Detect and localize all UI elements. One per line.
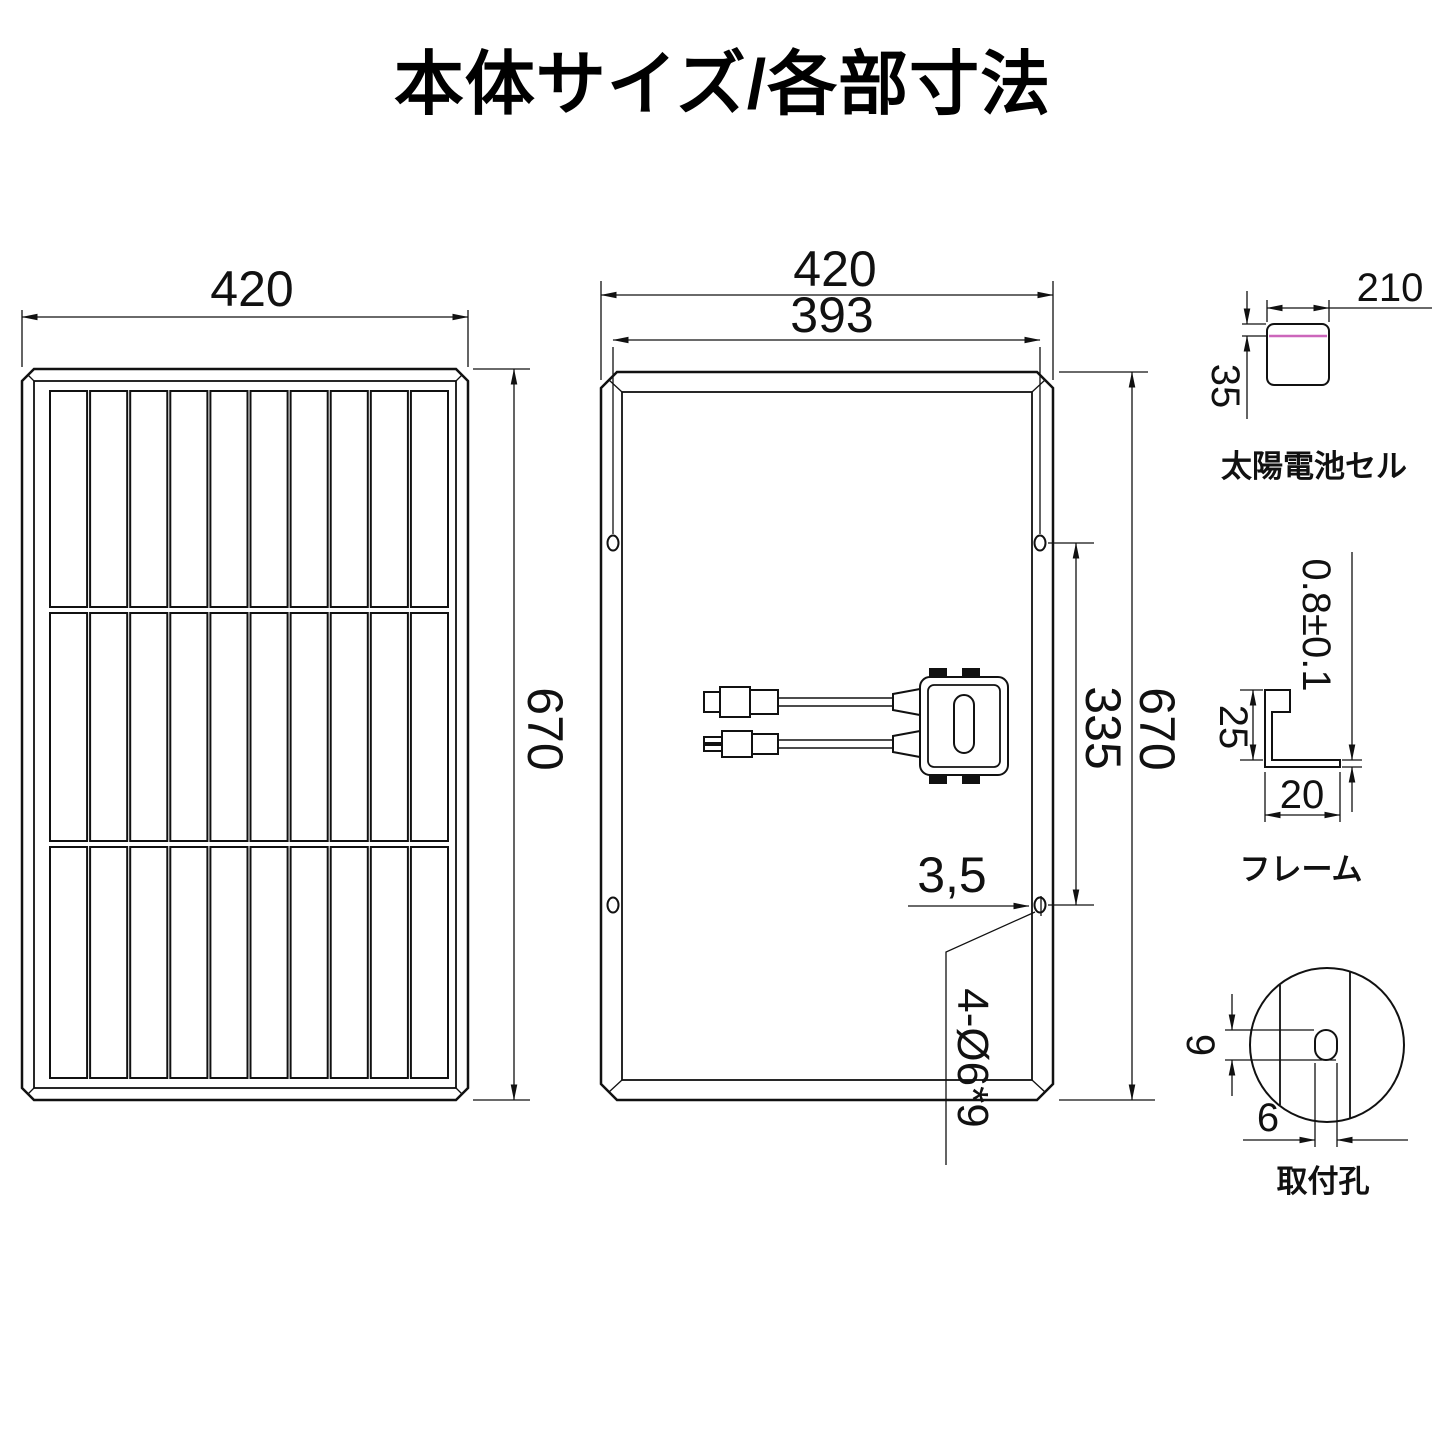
solar-cell: [209, 390, 249, 608]
solar-cell: [209, 612, 249, 842]
front-inner-frame: [33, 380, 457, 1089]
junction-box-tab: [929, 668, 947, 677]
solar-cell: [169, 846, 209, 1079]
frame-detail-label: フレーム: [1239, 852, 1362, 887]
page-title: 本体サイズ/各部寸法: [393, 45, 1052, 123]
mc4-connector-male: [703, 730, 779, 758]
mounting-hole: [606, 896, 620, 914]
solar-cell: [409, 846, 449, 1079]
back-dim-width: 420: [600, 241, 1054, 380]
cable-gland: [892, 687, 921, 717]
cable-gland: [892, 729, 921, 759]
solar-cell: [249, 612, 289, 842]
junction-box-lid: [927, 684, 1001, 768]
back-holes-note-value: 4-Ø6*9: [948, 988, 997, 1127]
cable-negative: [778, 739, 893, 749]
frame-dim-thickness: 0.8±0.1: [1294, 552, 1362, 812]
cell-dim-width: 210: [1266, 266, 1432, 322]
solar-cell: [169, 612, 209, 842]
solar-cell: [89, 612, 129, 842]
cell-detail: 210 35 太陽電池セル: [1203, 266, 1432, 484]
back-inner-frame: [621, 391, 1033, 1081]
front-view: 420 670: [20, 261, 573, 1102]
cell-dim-height: 35: [1203, 291, 1268, 419]
solar-cell: [409, 390, 449, 608]
back-width-value: 420: [793, 241, 876, 297]
solar-cell: [369, 612, 409, 842]
junction-box-assembly: [703, 668, 1009, 784]
front-dim-height: 670: [473, 368, 573, 1101]
solar-cell: [129, 612, 169, 842]
hole-width-value: 6: [1257, 1096, 1279, 1140]
back-outer-frame: [599, 370, 1055, 1102]
cell-detail-label: 太陽電池セル: [1221, 449, 1407, 484]
frame-profile: [1264, 689, 1341, 768]
junction-box-tab: [962, 775, 980, 784]
back-dim-hole-offset: 3,5: [908, 847, 1042, 916]
back-hole-height-value: 335: [1075, 686, 1131, 769]
back-holes-note: 4-Ø6*9: [945, 911, 1036, 1165]
hole-slot: [1314, 1029, 1338, 1061]
front-cells: [49, 390, 449, 1079]
solar-cell: [89, 846, 129, 1079]
solar-cell: [89, 390, 129, 608]
frame-height-value: 25: [1211, 705, 1255, 750]
mounting-hole: [606, 534, 620, 552]
front-dim-width: 420: [21, 261, 469, 367]
cable-positive: [778, 697, 893, 707]
back-dim-height: 670: [1059, 371, 1185, 1101]
solar-cell: [49, 612, 89, 842]
front-height-value: 670: [517, 687, 573, 770]
back-dim-hole-height: 335: [1048, 542, 1131, 906]
cell-height-value: 35: [1203, 364, 1247, 409]
hole-detail: 9 6 取付孔: [1178, 967, 1408, 1199]
back-dim-hole-span: 393: [612, 287, 1041, 534]
back-hole-span-value: 393: [790, 287, 873, 343]
solar-cell: [369, 846, 409, 1079]
frame-dim-height: 25: [1211, 689, 1263, 761]
junction-box-tab: [929, 775, 947, 784]
hole-length-value: 9: [1178, 1034, 1222, 1056]
solar-cell: [329, 612, 369, 842]
solar-cell: [289, 846, 329, 1079]
front-width-value: 420: [210, 261, 293, 317]
solar-cell: [249, 390, 289, 608]
front-corner-bevels: [27, 374, 463, 1095]
frame-dim-width: 20: [1264, 772, 1341, 822]
hole-dim-width: 6: [1243, 1063, 1408, 1147]
solar-cell: [129, 390, 169, 608]
solar-cell: [49, 846, 89, 1079]
solar-cell: [329, 846, 369, 1079]
solar-cell: [329, 390, 369, 608]
solar-cell: [249, 846, 289, 1079]
back-corner-bevels: [608, 379, 1046, 1093]
solar-cell: [209, 846, 249, 1079]
back-hole-offset-value: 3,5: [917, 847, 987, 903]
hole-frame-edges: [1279, 972, 1351, 1118]
junction-box-slot: [953, 694, 975, 754]
back-view: 420 393 335 670 3,5 4-Ø6*9: [599, 241, 1185, 1165]
hole-dim-length: 9: [1178, 994, 1336, 1096]
solar-cell: [289, 390, 329, 608]
frame-width-value: 20: [1280, 773, 1325, 817]
cell-width-value: 210: [1357, 266, 1424, 310]
hole-detail-label: 取付孔: [1277, 1164, 1370, 1199]
junction-box-tab: [962, 668, 980, 677]
frame-thickness-value: 0.8±0.1: [1294, 558, 1338, 691]
solar-cell: [169, 390, 209, 608]
solar-cell: [49, 390, 89, 608]
mounting-hole: [1033, 896, 1047, 914]
frame-detail: 25 0.8±0.1 20 フレーム: [1211, 552, 1363, 887]
mc4-connector-female: [703, 686, 779, 718]
mounting-hole: [1033, 534, 1047, 552]
solar-cell: [369, 390, 409, 608]
solar-cell: [409, 612, 449, 842]
solar-cell: [289, 612, 329, 842]
cell-detail-outline: [1266, 323, 1330, 386]
back-height-value: 670: [1129, 687, 1185, 770]
solar-cell: [129, 846, 169, 1079]
